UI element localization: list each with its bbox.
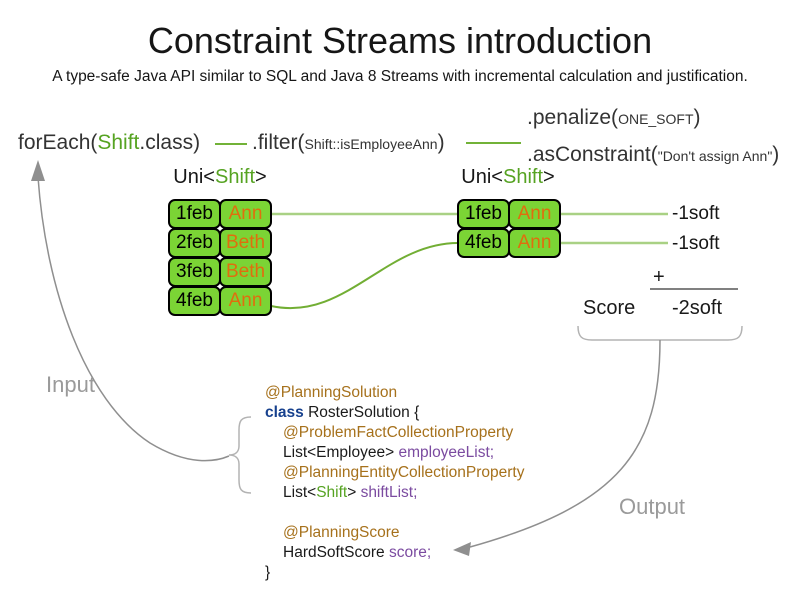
code-token-field: employeeList; xyxy=(398,444,495,461)
shift-employee-cell: Beth xyxy=(219,257,272,287)
penalize-post: ) xyxy=(693,106,701,129)
shift-date-cell: 1feb xyxy=(457,199,510,229)
code-token-plain: List<Employee> xyxy=(283,444,399,461)
code-token-plain: } xyxy=(265,564,271,581)
output-arrow-curve xyxy=(469,339,661,548)
penalize-arg: ONE_SOFT xyxy=(618,111,694,127)
as-constraint-post: ) xyxy=(772,143,780,166)
as-constraint-arg: "Don't assign Ann" xyxy=(657,148,773,164)
shift-row: 3feb Beth xyxy=(168,257,272,287)
code-line: @PlanningSolution xyxy=(265,383,524,403)
type-post: > xyxy=(543,166,555,188)
input-flow-label: Input xyxy=(46,372,95,397)
shift-employee-cell: Ann xyxy=(219,199,272,229)
type-post: > xyxy=(255,166,267,188)
shift-row: 1feb Ann xyxy=(168,199,272,229)
shift-row: 4feb Ann xyxy=(457,228,561,258)
shift-employee-cell: Beth xyxy=(219,228,272,258)
filtered-stream-type-label: Uni<Shift> xyxy=(457,166,559,189)
code-token-annotation: @PlanningSolution xyxy=(265,384,398,401)
penalize-line: .penalize(ONE_SOFT) xyxy=(527,100,779,137)
type-pre: Uni< xyxy=(461,166,503,188)
shift-date-cell: 3feb xyxy=(168,257,221,287)
foreach-pre: forEach( xyxy=(18,131,98,154)
penalize-expression: .penalize(ONE_SOFT) .asConstraint("Don't… xyxy=(527,100,779,174)
sum-line xyxy=(650,288,738,290)
sum-plus-sign: + xyxy=(653,266,665,288)
shift-date-cell: 4feb xyxy=(457,228,510,258)
output-arrowhead-icon xyxy=(453,542,471,556)
filter-pre: .filter( xyxy=(252,131,305,154)
input-arrow-curve xyxy=(37,176,230,462)
code-token-field: shiftList; xyxy=(360,484,418,501)
code-line: @ProblemFactCollectionProperty xyxy=(265,423,524,443)
input-stream-table: 1feb Ann 2feb Beth 3feb Beth 4feb Ann xyxy=(168,199,272,316)
code-token-plain: List< xyxy=(283,484,317,501)
code-line: @PlanningEntityCollectionProperty xyxy=(265,463,524,483)
code-token-annotation: @ProblemFactCollectionProperty xyxy=(283,424,514,441)
shift-employee-cell: Ann xyxy=(508,228,561,258)
filter-arg-method: ::isEmployeeAnn xyxy=(332,136,438,152)
penalty-value: -1soft xyxy=(672,233,720,254)
row-4feb-curve-connector xyxy=(270,242,459,309)
as-constraint-line: .asConstraint("Don't assign Ann") xyxy=(527,137,779,174)
code-token-class: Shift xyxy=(316,484,348,501)
code-line: class RosterSolution { xyxy=(265,403,524,423)
foreach-class-name: Shift xyxy=(97,131,140,154)
code-line: } xyxy=(265,563,524,583)
type-class: Shift xyxy=(502,166,544,188)
shift-employee-cell: Ann xyxy=(219,286,272,316)
shift-date-cell: 1feb xyxy=(168,199,221,229)
code-token-plain: RosterSolution { xyxy=(303,404,420,421)
score-total-value: -2soft xyxy=(672,297,723,319)
input-arrowhead-icon xyxy=(31,160,45,181)
code-fields-brace xyxy=(228,416,252,494)
code-line: HardSoftScore score; xyxy=(265,543,524,563)
code-token-annotation: @PlanningEntityCollectionProperty xyxy=(283,464,525,481)
shift-date-cell: 2feb xyxy=(168,228,221,258)
filter-expression: .filter(Shift::isEmployeeAnn) xyxy=(252,131,445,155)
type-pre: Uni< xyxy=(173,166,215,188)
foreach-expression: forEach(Shift.class) xyxy=(18,131,200,155)
penalty-value: -1soft xyxy=(672,203,720,224)
page-title: Constraint Streams introduction xyxy=(147,20,653,61)
filtered-stream-table: 1feb Ann 4feb Ann xyxy=(457,199,561,258)
code-token-plain: HardSoftScore xyxy=(283,544,389,561)
output-flow-label: Output xyxy=(619,494,686,519)
code-line: List<Shift> shiftList; xyxy=(265,483,524,503)
subtitle: A type-safe Java API similar to SQL and … xyxy=(52,68,748,85)
filter-arg-class: Shift xyxy=(304,136,333,152)
input-stream-type-label: Uni<Shift> xyxy=(168,166,272,189)
code-token-keyword: class xyxy=(265,404,304,421)
shift-date-cell: 4feb xyxy=(168,286,221,316)
foreach-post: .class) xyxy=(139,131,201,154)
score-underbrace xyxy=(577,325,743,341)
filter-post: ) xyxy=(437,131,445,154)
shift-row: 2feb Beth xyxy=(168,228,272,258)
score-label: Score xyxy=(583,297,636,319)
code-token-field: score; xyxy=(388,544,432,561)
type-class: Shift xyxy=(214,166,256,188)
shift-row: 1feb Ann xyxy=(457,199,561,229)
penalize-pre: .penalize( xyxy=(527,106,619,129)
code-token-plain: > xyxy=(347,484,361,501)
penalty-list: -1soft -1soft xyxy=(672,199,720,259)
as-constraint-pre: .asConstraint( xyxy=(527,143,658,166)
shift-employee-cell: Ann xyxy=(508,199,561,229)
code-line xyxy=(265,503,524,523)
code-line: List<Employee> employeeList; xyxy=(265,443,524,463)
code-line: @PlanningScore xyxy=(265,523,524,543)
shift-row: 4feb Ann xyxy=(168,286,272,316)
code-token-annotation: @PlanningScore xyxy=(283,524,400,541)
